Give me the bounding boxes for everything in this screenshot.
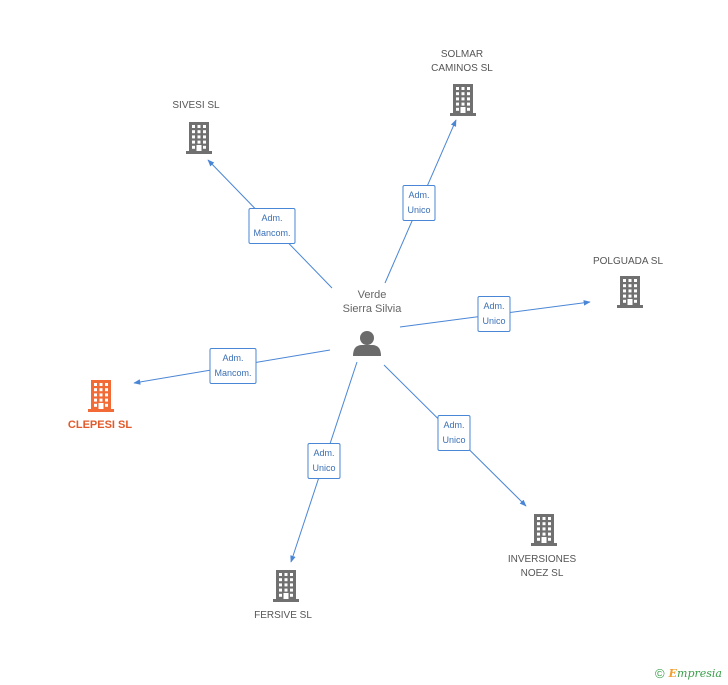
role-badge-inversiones: Adm. Unico [437,415,471,451]
company-name-inversiones[interactable]: INVERSIONES NOEZ SL [507,554,577,579]
person-icon[interactable] [353,331,381,356]
footer-credit: © Empresia [655,666,722,681]
person-name[interactable]: Verde Sierra Silvia [342,289,402,315]
company-name-clepesi[interactable]: CLEPESI SL [67,419,133,431]
copyright-symbol: © [655,666,665,681]
company-name-sivesi[interactable]: SIVESI SL [172,100,220,111]
role-badge-polguada: Adm. Unico [477,296,511,332]
brand-logo[interactable]: Empresia [668,667,722,680]
building-icon-solmar[interactable] [450,84,476,116]
building-icon-fersive[interactable] [273,570,299,602]
role-badge-fersive: Adm. Unico [307,443,341,479]
company-name-polguada[interactable]: POLGUADA SL [592,256,664,267]
role-badge-sivesi: Adm. Mancom. [248,208,296,244]
building-icon-sivesi[interactable] [186,122,212,154]
building-icon-polguada[interactable] [617,276,643,308]
company-name-solmar[interactable]: SOLMAR CAMINOS SL [431,49,493,74]
role-badge-clepesi: Adm. Mancom. [209,348,257,384]
company-name-fersive[interactable]: FERSIVE SL [254,610,312,621]
role-badge-solmar: Adm. Unico [402,185,436,221]
building-icon-inversiones[interactable] [531,514,557,546]
building-icon-clepesi[interactable] [88,380,114,412]
